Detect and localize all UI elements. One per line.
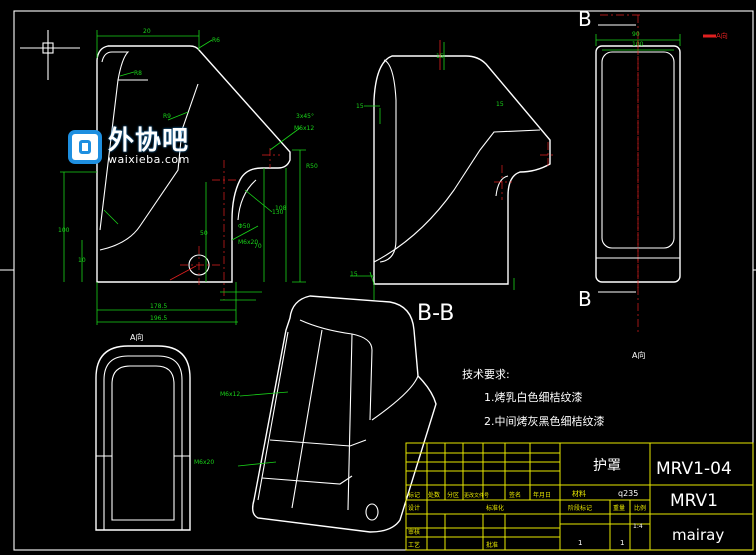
view-a: A向 bbox=[95, 332, 191, 531]
dim-178: 178.5 bbox=[150, 303, 167, 310]
row-label-4: 签名 bbox=[509, 491, 521, 499]
dim-height-left: 100 bbox=[58, 227, 70, 234]
title-block: 护罩 MRV1-04 MRV1 mairay 材料 q235 阶段标记 重量 比… bbox=[405, 442, 754, 551]
dim-r-small: R8 bbox=[134, 70, 142, 77]
dim-15-slope: 15 bbox=[496, 101, 504, 108]
tech-req-heading: 技术要求: bbox=[462, 368, 510, 381]
row-label-2: 分区 bbox=[447, 491, 459, 499]
scale-label: 比例 bbox=[634, 504, 646, 512]
part-name: 护罩 bbox=[593, 458, 621, 474]
review-label: 审核 bbox=[408, 528, 420, 536]
section-arrows bbox=[598, 24, 636, 293]
isometric-view: M6x12 M6x20 bbox=[194, 295, 437, 533]
section-cut-line bbox=[600, 14, 640, 335]
section-label-top: B bbox=[578, 7, 592, 31]
process-label: 工艺 bbox=[408, 541, 420, 549]
dim-width-90: 90 bbox=[632, 31, 640, 38]
watermark-logo: 外协吧 waixieba.com bbox=[68, 128, 190, 166]
dim-108: 108 bbox=[275, 205, 287, 212]
side-view: 90 100 bbox=[595, 31, 681, 290]
dim-top-radius: R6 bbox=[212, 37, 220, 44]
dim-15-base: 15 bbox=[350, 271, 358, 278]
dim-r-mid: R9 bbox=[163, 113, 171, 120]
dim-r-right: R50 bbox=[306, 163, 318, 170]
callout-2: M6x20 bbox=[238, 239, 258, 246]
dim-top-width: 20 bbox=[143, 28, 151, 35]
dim-70: 70 bbox=[254, 243, 262, 250]
design-label: 设计 bbox=[408, 504, 420, 512]
view-a-label: A向 bbox=[130, 332, 143, 342]
scale-value: 1:4 bbox=[633, 523, 643, 530]
row-label-0: 标记 bbox=[408, 491, 420, 499]
iso-callout-2: M6x20 bbox=[194, 459, 214, 466]
drawing-number: MRV1-04 bbox=[656, 459, 732, 479]
row-label-3: 更改文件号 bbox=[464, 492, 489, 499]
section-label-bottom: B bbox=[578, 287, 592, 311]
front-view: 20 R6 R8 R9 3x45° M6x12 R50 100 10 108 7… bbox=[58, 28, 318, 325]
stage-label: 阶段标记 bbox=[568, 504, 592, 512]
standardize-label: 标准化 bbox=[486, 504, 504, 512]
dim-130: 130 bbox=[272, 209, 284, 216]
tech-req-item-1: 1.烤乳白色细桔纹漆 bbox=[484, 391, 583, 404]
row-label-5: 年月日 bbox=[533, 491, 551, 499]
dim-angle: 3x45° bbox=[296, 113, 314, 120]
material-label: 材料 bbox=[572, 489, 586, 498]
dim-196: 196.5 bbox=[150, 315, 167, 322]
dim-50: 50 bbox=[200, 230, 208, 237]
section-view: 15 15 15 15 bbox=[350, 40, 556, 300]
mark-phi: Φ50 bbox=[238, 223, 251, 230]
iso-callout-1: M6x12 bbox=[220, 391, 240, 398]
logo-name: 外协吧 bbox=[108, 126, 190, 156]
qty-right: 1 bbox=[620, 539, 624, 547]
dim-15-side: 15 bbox=[356, 103, 364, 110]
weight-label: 重量 bbox=[613, 504, 625, 512]
material-value: q235 bbox=[618, 489, 638, 498]
callout-1: M6x12 bbox=[294, 125, 314, 132]
company-name: mairay bbox=[672, 526, 724, 544]
section-title: B-B bbox=[417, 301, 454, 326]
qty-left: 1 bbox=[578, 539, 582, 547]
tech-req-item-2: 2.中间烤灰黑色细桔纹漆 bbox=[484, 415, 605, 428]
layer-marker-label: A向 bbox=[716, 31, 728, 40]
dim-height-small: 10 bbox=[78, 257, 86, 264]
view-a-label-right: A向 bbox=[632, 350, 645, 360]
logo-icon bbox=[68, 130, 102, 164]
project-code: MRV1 bbox=[670, 491, 718, 511]
drawing-border bbox=[13, 10, 754, 551]
dim-15-top: 15 bbox=[436, 53, 444, 60]
row-label-1: 处数 bbox=[428, 491, 440, 499]
approve-label: 批准 bbox=[486, 541, 498, 549]
logo-url: waixieba.com bbox=[108, 153, 190, 166]
ucs-crosshair-icon bbox=[20, 30, 80, 80]
